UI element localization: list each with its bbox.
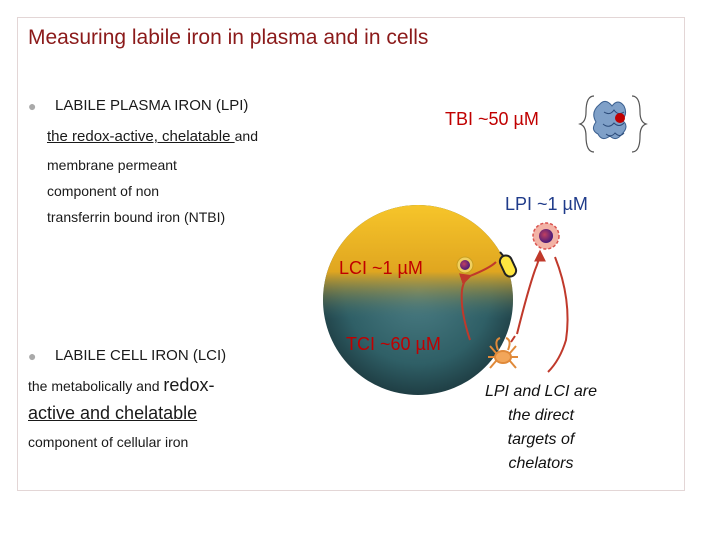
lci-heading: LABILE CELL IRON (LCI): [55, 347, 227, 364]
lci-to-chelator-arrow: [469, 261, 497, 277]
lpi-particle-icon: [532, 222, 560, 250]
lpi-line1: the redox-active, chelatable and: [47, 127, 258, 146]
note-line-1: LPI and LCI are: [484, 383, 598, 400]
cell-sphere: [323, 205, 513, 395]
note-line-4: chelators: [508, 455, 574, 472]
lpi-line2: membrane permeant: [47, 157, 177, 173]
lci-line1-pre: the metabolically and: [28, 378, 164, 394]
lpi-line1-tail: and: [234, 128, 258, 144]
iron-particle-icon: [615, 113, 625, 123]
lci-uptake-arrow: [458, 273, 473, 341]
lpi-line4: transferrin bound iron (NTBI): [47, 209, 226, 225]
crab-chelator-icon: [488, 337, 518, 369]
lci-line1: the metabolically and redox-: [28, 376, 214, 395]
tci-label: TCI ~60 µM: [346, 334, 441, 354]
transferrin-protein-icon: [578, 95, 648, 153]
lci-line2: active and chelatable: [28, 403, 198, 423]
chelator-target-note: LPI and LCI are the direct targets of ch…: [476, 380, 606, 476]
lci-line1-big: redox-: [163, 375, 215, 395]
lpi-uptake-arrow: [516, 249, 546, 335]
bullet-lpi: ●: [28, 98, 37, 114]
lci-label: LCI ~1 µM: [339, 258, 423, 278]
lpi-to-chelator-line: [547, 256, 569, 373]
lpi-line3: component of non: [47, 183, 160, 199]
bullet-lci: ●: [28, 348, 37, 364]
lci-line3: component of cellular iron: [28, 434, 189, 450]
lpi-label: LPI ~1 µM: [505, 194, 588, 214]
lpi-heading: LABILE PLASMA IRON (LPI): [55, 97, 249, 114]
note-line-3: targets of: [507, 431, 575, 448]
lci-particle-icon: [456, 256, 474, 274]
lpi-line1-underlined: the redox-active, chelatable: [47, 128, 235, 145]
arrow-connector: [510, 335, 516, 343]
slide-frame: [17, 17, 685, 491]
note-line-2: the direct: [508, 407, 574, 424]
chelator-icon: [498, 251, 518, 278]
tbi-label: TBI ~50 µM: [445, 109, 539, 129]
slide-title: Measuring labile iron in plasma and in c…: [28, 26, 429, 49]
